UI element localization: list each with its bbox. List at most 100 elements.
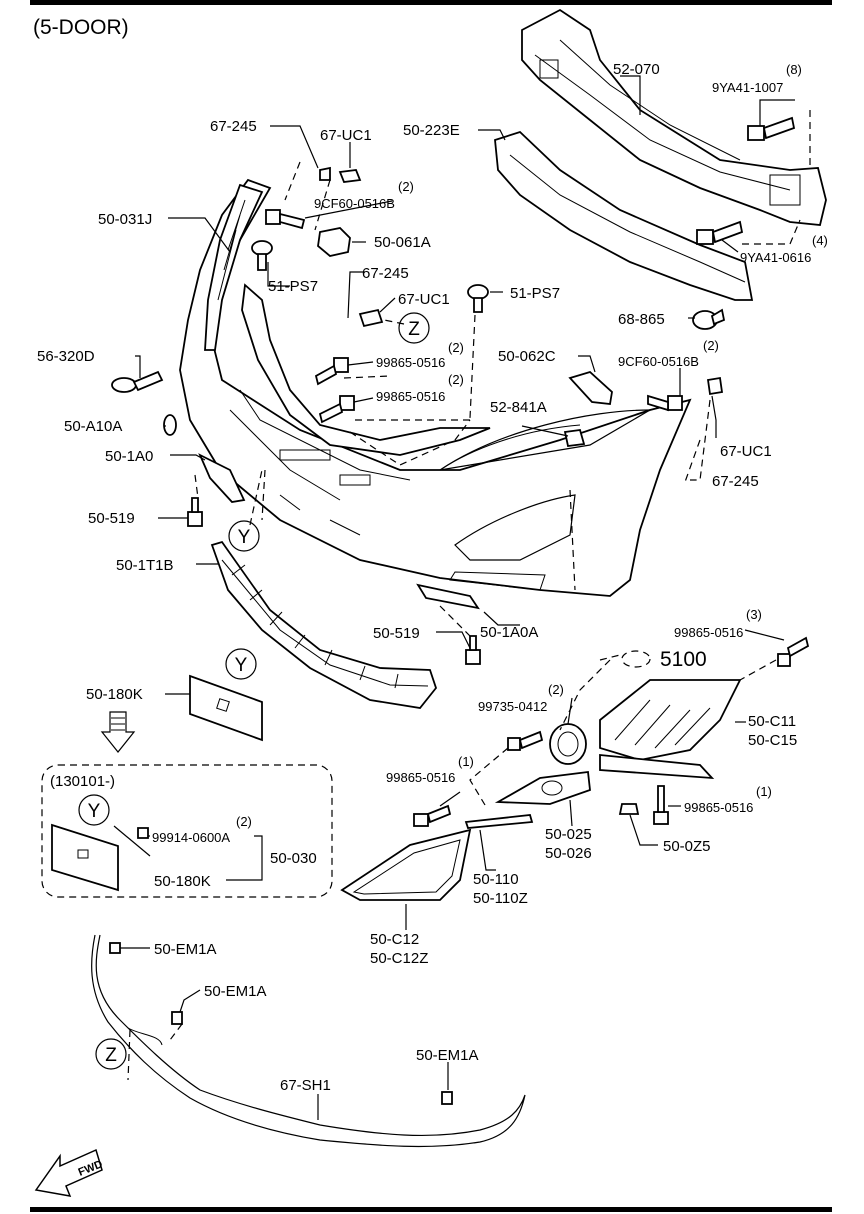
screw-99865-right: [653, 785, 669, 825]
screw-99865-top: [777, 636, 810, 667]
plate-bracket-50-180k: [189, 674, 263, 742]
label-67-uc1-mid: 67-UC1: [398, 291, 450, 308]
label-99865-mid2: 99865-0516: [376, 389, 445, 404]
label-50-110: 50-110: [473, 871, 519, 888]
label-qty-8: (8): [786, 62, 802, 77]
ref-circle-y-grille: Y: [228, 520, 260, 552]
label-50-180k: 50-180K: [86, 686, 143, 703]
variant-title: (5-DOOR): [33, 16, 129, 39]
label-9ya41-1007: 9YA41-1007: [712, 80, 783, 95]
bracket-50-1a0a: [416, 583, 480, 610]
svg-text:Y: Y: [88, 801, 101, 822]
label-5100: 5100: [660, 648, 707, 671]
label-50-519-left: 50-519: [88, 510, 135, 527]
svg-text:Y: Y: [238, 527, 251, 548]
label-qty-2-b: (2): [448, 340, 464, 355]
label-50-c12: 50-C12: [370, 931, 419, 948]
screw-99735: [507, 730, 544, 751]
down-arrow: [100, 711, 136, 753]
clip-67-uc1-mid: [358, 308, 384, 328]
label-9cf60-top: 9CF60-0516B: [314, 196, 395, 211]
label-99865-top: 99865-0516: [674, 625, 743, 640]
bolt-9ya41-1007: [747, 116, 796, 141]
bracket-50-062c: [568, 370, 613, 405]
top-rule: [30, 0, 832, 5]
inset-qty-2: (2): [236, 814, 252, 829]
fog-lamp: [549, 723, 587, 765]
label-50-0z5: 50-0Z5: [663, 838, 711, 855]
label-50-1a0: 50-1A0: [105, 448, 153, 465]
garnish-50-c12: [340, 828, 472, 901]
label-50-1t1b: 50-1T1B: [116, 557, 174, 574]
screw-9cf60-right: [647, 394, 683, 412]
label-qty-3: (3): [746, 607, 762, 622]
inset-clip-99914: [137, 827, 149, 839]
svg-text:Z: Z: [105, 1045, 117, 1066]
label-qty-1-b: (1): [756, 784, 772, 799]
label-50-110z: 50-110Z: [473, 890, 528, 907]
label-50-a10a: 50-A10A: [64, 418, 122, 435]
inset-plate-50-180k: [51, 823, 119, 892]
clip-67-245-upper: [319, 166, 331, 181]
label-50-031j: 50-031J: [98, 211, 152, 228]
label-50-1a0a: 50-1A0A: [480, 624, 538, 641]
bezel-50-025: [494, 770, 591, 805]
label-qty-4: (4): [812, 233, 828, 248]
upper-bracket-rail: [241, 283, 491, 456]
bracket-50-061a: [317, 227, 351, 257]
leader-lines: [113, 75, 811, 1120]
label-50-c11: 50-C11: [748, 713, 796, 730]
inset-labels: (130101-) (2) 99914-0600A 50-030 50-180K: [50, 773, 317, 890]
screw-99865-left: [413, 804, 452, 827]
harness-67-sh1: [91, 934, 526, 1148]
screw-50-519-left: [187, 497, 203, 527]
label-68-865: 68-865: [618, 311, 665, 328]
label-50-em1a-mid: 50-EM1A: [204, 983, 267, 1000]
label-99865-mid1: 99865-0516: [376, 355, 445, 370]
label-50-519-mid: 50-519: [373, 625, 420, 642]
label-56-320d: 56-320D: [37, 348, 95, 365]
fastener-51-ps7-left: [251, 240, 273, 271]
inset-date-code: (130101-): [50, 773, 115, 790]
clip-67-uc1-upper: [338, 169, 362, 183]
bolt-9ya41-0616: [696, 220, 744, 245]
inset-99914: 99914-0600A: [152, 830, 230, 845]
front-bumper-fascia: [179, 178, 692, 597]
bottom-rule: [30, 1207, 832, 1212]
ref-circle-z-upper: Z: [398, 312, 430, 344]
tow-hook-56-320d: [111, 370, 164, 393]
label-50-c15: 50-C15: [748, 732, 797, 749]
clip-68-865: [692, 308, 726, 330]
label-qty-2-a: (2): [398, 179, 414, 194]
label-52-070: 52-070: [613, 61, 660, 78]
svg-text:Y: Y: [235, 655, 248, 676]
fwd-arrow-icon: [34, 1148, 103, 1197]
nut-50-0z5: [618, 803, 640, 815]
side-bracket-50-031j: [204, 183, 264, 351]
label-67-245-right: 67-245: [712, 473, 759, 490]
label-qty-2-c: (2): [448, 372, 464, 387]
label-50-026: 50-026: [545, 845, 592, 862]
label-51-ps7-right: 51-PS7: [510, 285, 560, 302]
ref-5100-outline: [621, 650, 651, 668]
molding-50-110: [464, 814, 534, 829]
fog-lamp-bracket-50-c11: [599, 679, 742, 761]
energy-absorber: [494, 130, 754, 301]
bracket-50-1a0: [198, 453, 246, 503]
cap-50-a10a: [163, 414, 177, 436]
label-50-062c: 50-062C: [498, 348, 556, 365]
label-67-245-mid: 67-245: [362, 265, 409, 282]
label-9ya41-0616: 9YA41-0616: [740, 250, 811, 265]
inset-50-030: 50-030: [270, 850, 317, 867]
label-50-025: 50-025: [545, 826, 592, 843]
screw-50-519-mid: [465, 635, 481, 665]
label-qty-2-e: (2): [548, 682, 564, 697]
label-qty-2-d: (2): [703, 338, 719, 353]
label-9cf60-right: 9CF60-0516B: [618, 354, 699, 369]
svg-text:Z: Z: [408, 319, 420, 340]
label-50-em1a-right: 50-EM1A: [416, 1047, 479, 1064]
ref-circle-y-inset: Y: [78, 794, 110, 826]
label-99865-left: 99865-0516: [386, 770, 455, 785]
ref-circle-z-harness: Z: [95, 1038, 127, 1070]
